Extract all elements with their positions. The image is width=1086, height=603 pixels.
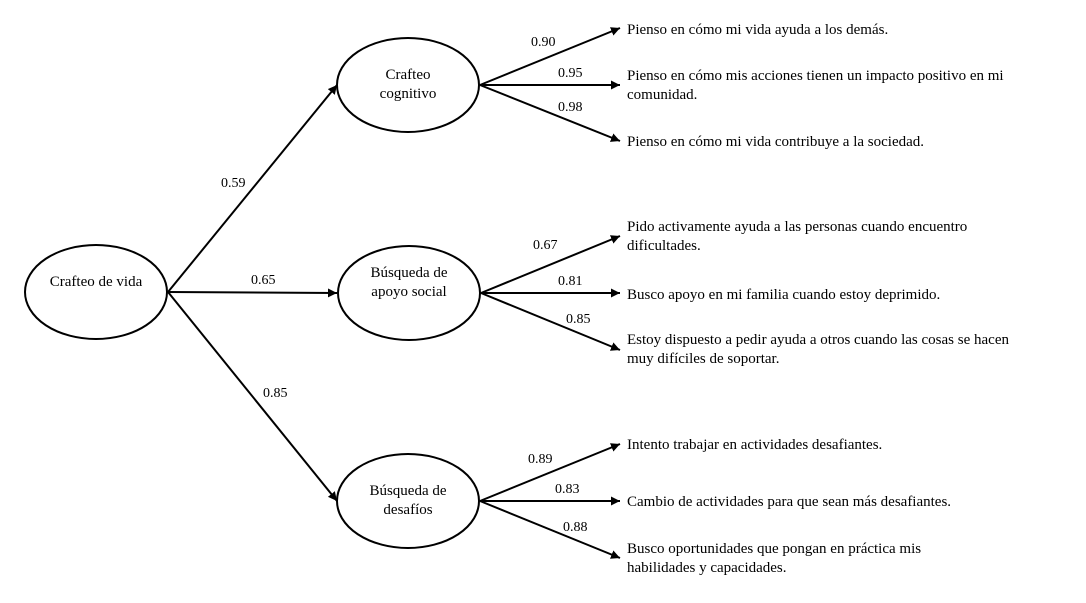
coef-cognitivo-item2: 0.95: [558, 66, 583, 81]
factor-node-apoyo-ellipse: [337, 245, 481, 341]
item-text-desafios-2: Cambio de actividades para que sean más …: [627, 494, 952, 510]
path-cognitivo-item1: [479, 27, 621, 86]
coef-root-apoyo: 0.65: [251, 273, 276, 288]
root-node-label: Crafteo de vida: [49, 274, 143, 290]
root-node-ellipse: [24, 244, 168, 340]
item-text-desafios-1: Intento trabajar en actividades desafian…: [627, 437, 883, 453]
path-cognitivo-item3: [479, 84, 621, 142]
factor-desafios-label: Búsqueda de desafíos: [369, 483, 447, 518]
path-desafios-item1: [479, 443, 621, 502]
item-text-apoyo-3: Estoy dispuesto a pedir ayuda a otros cu…: [627, 332, 1009, 367]
coef-apoyo-item3: 0.85: [566, 312, 591, 327]
item-text-desafios-3: Busco oportunidades que pongan en prácti…: [627, 541, 922, 576]
item-text-cognitivo-1: Pienso en cómo mi vida ayuda a los demás…: [627, 22, 889, 38]
factor-cognitivo-label: Crafteo cognitivo: [379, 67, 437, 102]
path-root-cognitivo: [167, 84, 338, 293]
item-text-apoyo-2: Busco apoyo en mi familia cuando estoy d…: [627, 287, 941, 303]
path-apoyo-item3: [480, 292, 621, 351]
coef-cognitivo-item1: 0.90: [531, 35, 556, 50]
coef-apoyo-item1: 0.67: [533, 238, 558, 253]
path-root-desafios: [167, 291, 338, 502]
path-desafios-item3: [479, 500, 621, 559]
item-text-cognitivo-3: Pienso en cómo mi vida contribuye a la s…: [627, 134, 925, 150]
coef-root-cognitivo: 0.59: [221, 176, 246, 191]
item-text-apoyo-1: Pido activamente ayuda a las personas cu…: [627, 219, 968, 254]
coef-desafios-item3: 0.88: [563, 520, 588, 535]
item-text-cognitivo-2: Pienso en cómo mis acciones tienen un im…: [627, 68, 1004, 103]
path-apoyo-item1: [480, 235, 621, 294]
path-root-apoyo: [167, 288, 338, 298]
coef-desafios-item1: 0.89: [528, 452, 553, 467]
coef-desafios-item2: 0.83: [555, 482, 580, 497]
coef-cognitivo-item3: 0.98: [558, 100, 583, 115]
coef-root-desafios: 0.85: [263, 386, 288, 401]
factor-apoyo-label: Búsqueda de apoyo social: [370, 265, 448, 300]
coef-apoyo-item2: 0.81: [558, 274, 583, 289]
